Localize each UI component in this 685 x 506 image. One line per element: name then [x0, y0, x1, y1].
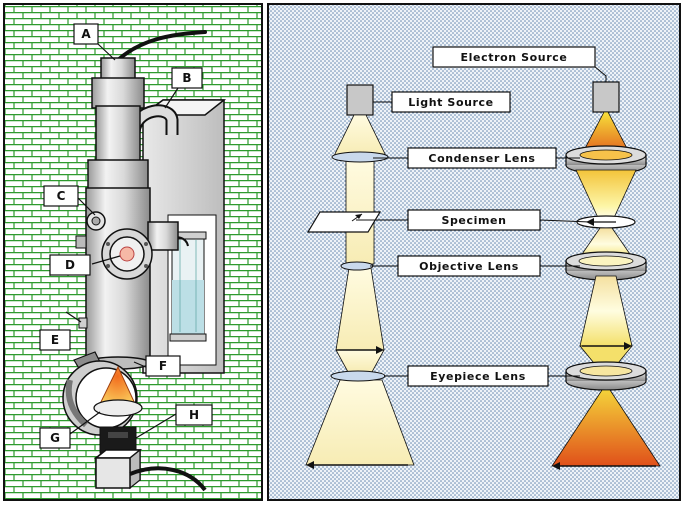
power-cable-top	[116, 30, 207, 62]
power-cable-bottom	[129, 466, 207, 492]
callout-f: F	[145, 355, 181, 377]
vacuum-pump	[93, 426, 207, 492]
microscope-column	[75, 57, 179, 370]
label-electron-source: Electron Source	[432, 46, 596, 68]
callout-b: B	[171, 67, 203, 89]
callout-d-label: D	[65, 258, 75, 272]
light-beam-path	[305, 84, 415, 469]
specimen-chamber	[62, 351, 143, 436]
callout-b-label: B	[182, 71, 191, 85]
label-objective-lens: Objective Lens	[397, 255, 541, 277]
condenser-lens-label: Condenser Lens	[428, 152, 535, 165]
callout-g-label: G	[50, 431, 60, 445]
light-source-block	[346, 84, 374, 116]
callout-e-label: E	[51, 333, 59, 347]
callout-c-label: C	[57, 189, 66, 203]
label-eyepiece-lens: Eyepiece Lens	[407, 365, 549, 387]
electron-beam-path	[551, 81, 661, 470]
callout-h-label: H	[189, 408, 199, 422]
light-specimen-slide	[306, 211, 382, 233]
specimen-label: Specimen	[441, 214, 506, 227]
light-objective-lens	[340, 261, 374, 271]
callout-h: H	[175, 404, 213, 426]
electron-source-label: Electron Source	[461, 51, 568, 64]
callout-e: E	[39, 329, 71, 351]
housing-box	[140, 99, 227, 374]
callout-c: C	[43, 185, 79, 207]
objective-lens-label: Objective Lens	[419, 260, 519, 273]
left-panel-light-microscope: A B C D E F G H	[3, 3, 263, 501]
label-light-source: Light Source	[391, 91, 511, 113]
light-source-label: Light Source	[408, 96, 494, 109]
electron-source-block	[592, 81, 620, 113]
callout-f-label: F	[159, 359, 167, 373]
right-panel-optics-comparison: Electron Source Light Source Condenser L…	[267, 3, 681, 501]
eyepiece-lens-label: Eyepiece Lens	[430, 370, 526, 383]
callout-d: D	[49, 254, 91, 276]
callout-a-label: A	[81, 27, 91, 41]
label-specimen: Specimen	[407, 209, 541, 231]
light-eyepiece-lens	[330, 370, 386, 382]
label-leaders	[356, 65, 607, 377]
callout-g: G	[39, 427, 71, 449]
electron-beam-projection	[551, 389, 661, 467]
light-condenser-lens	[331, 151, 389, 163]
callout-a: A	[73, 23, 99, 45]
label-condenser-lens: Condenser Lens	[407, 147, 557, 169]
